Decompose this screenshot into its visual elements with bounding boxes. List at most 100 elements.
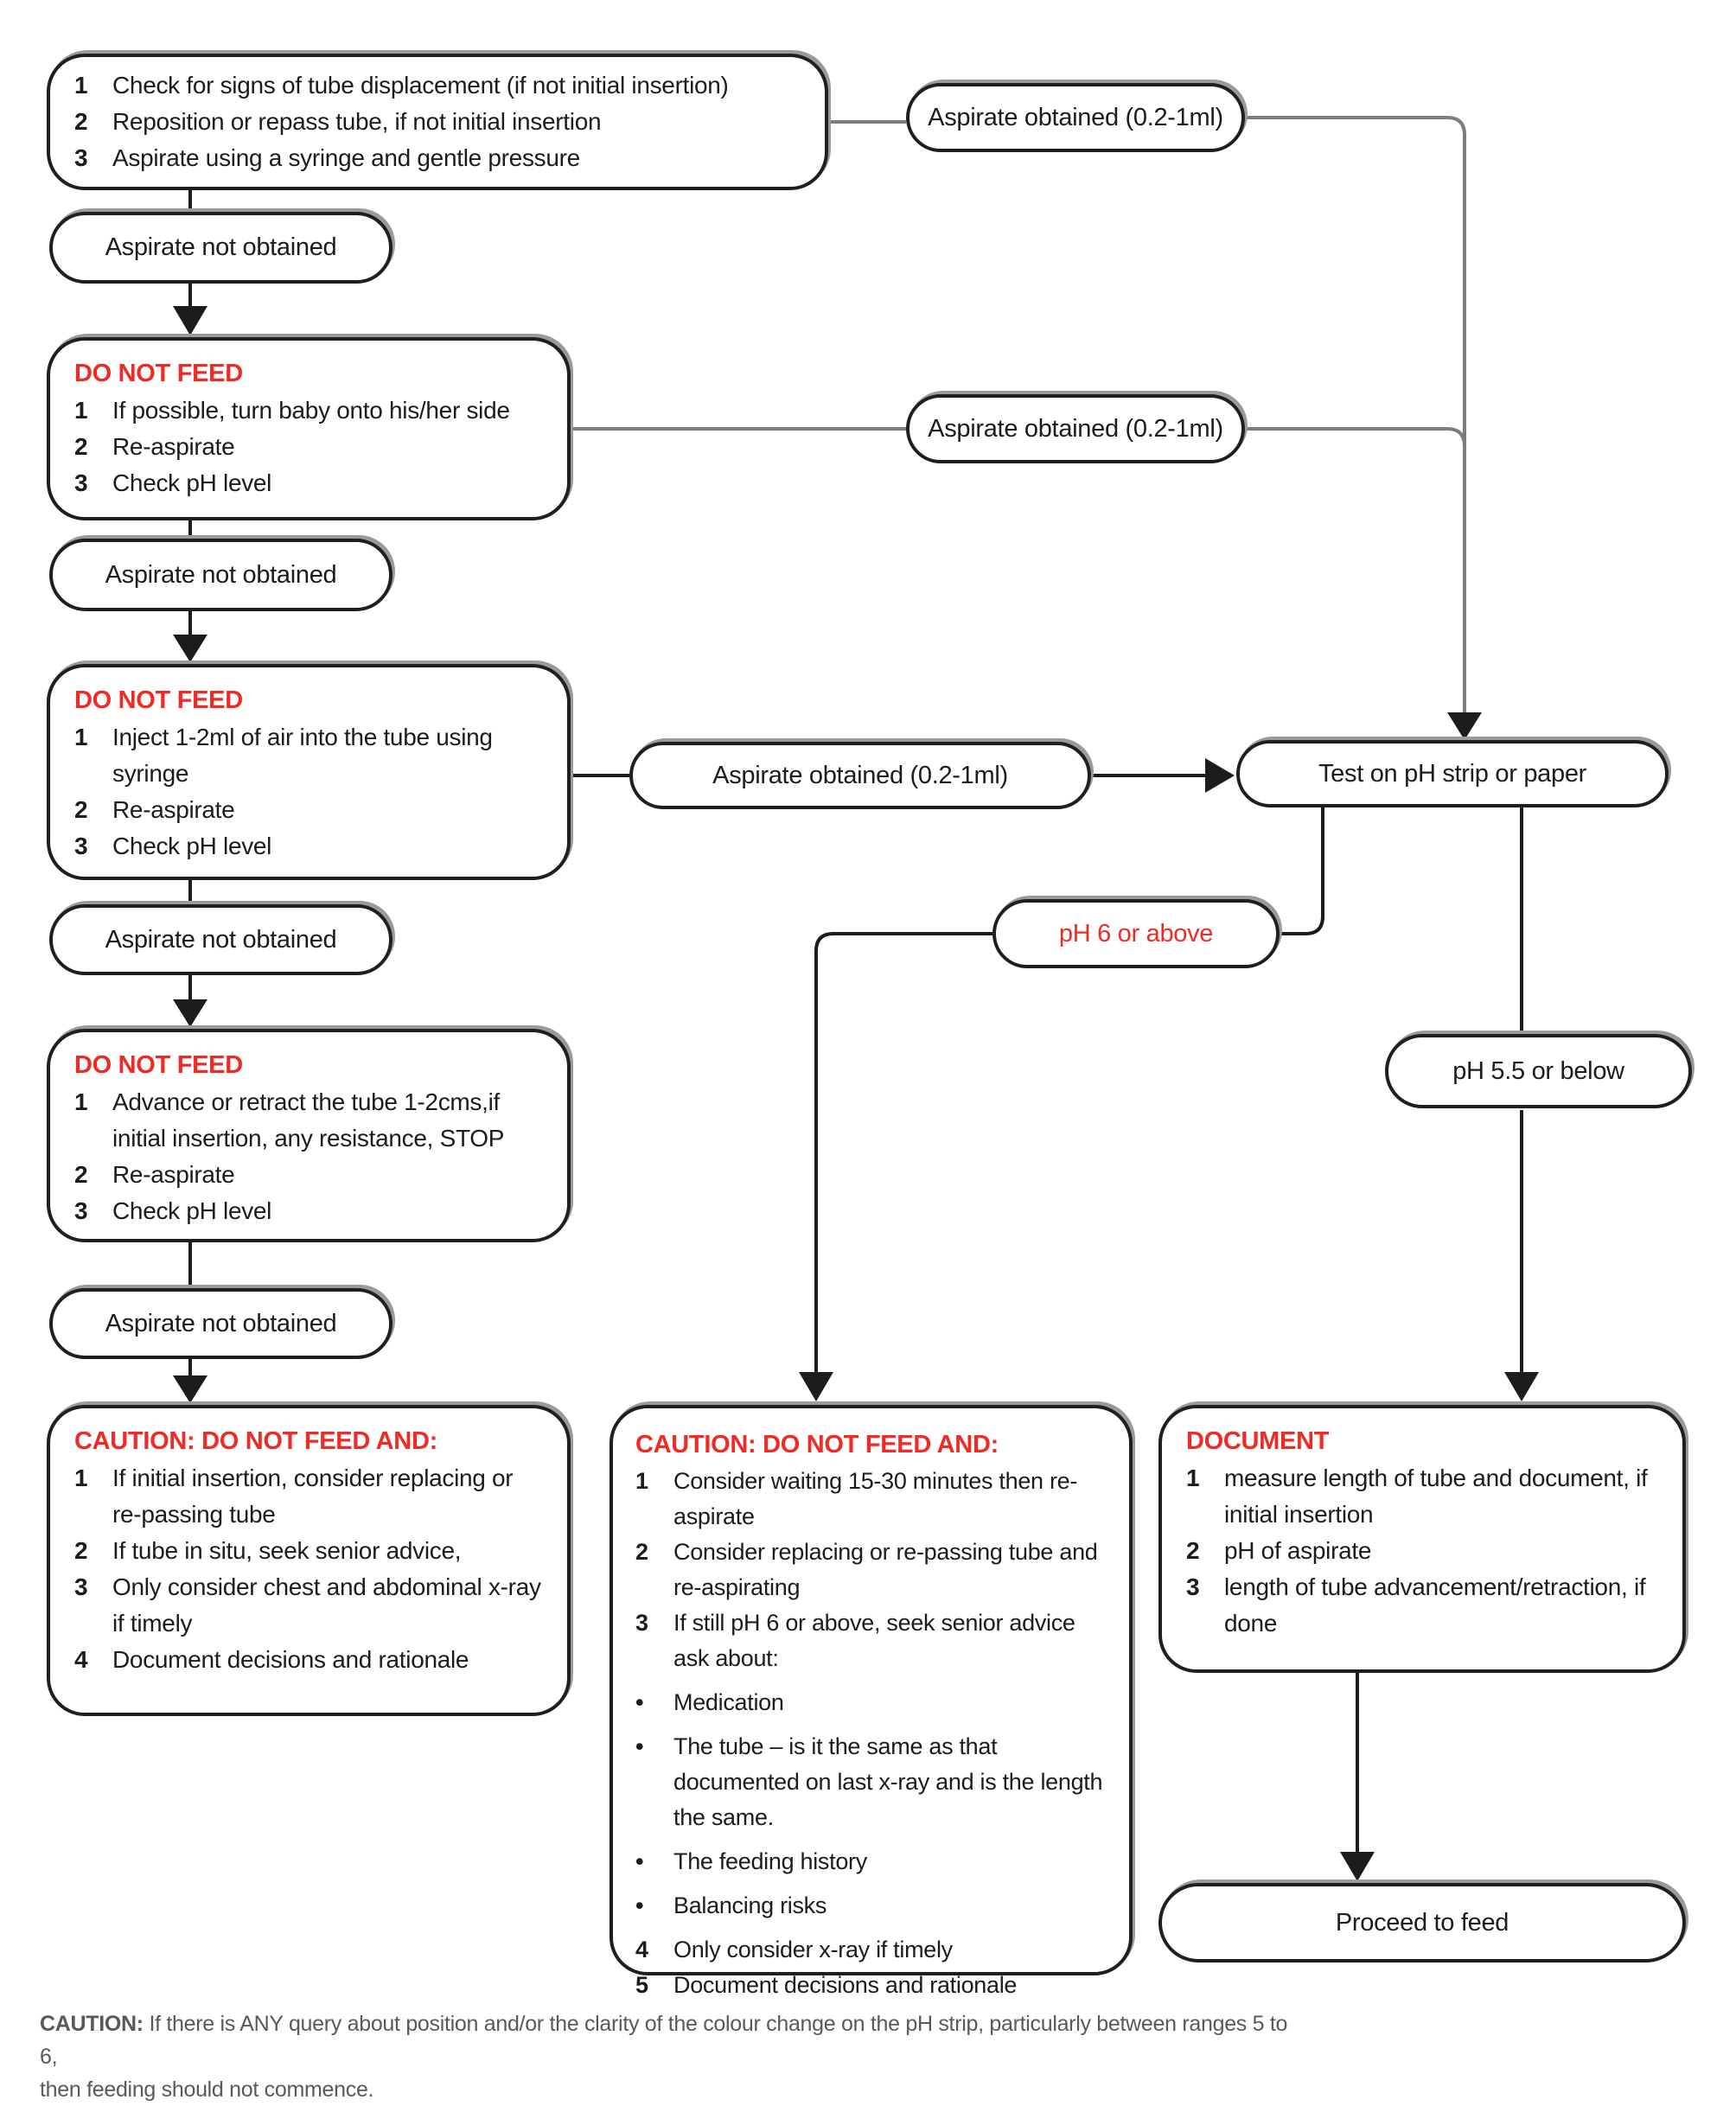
item-number: 1 <box>74 397 88 424</box>
ph-6-or-above-pill: pH 6 or above <box>992 899 1280 968</box>
pill-label: Aspirate obtained (0.2-1ml) <box>928 103 1223 131</box>
item-text: Document decisions and rationale <box>112 1646 469 1673</box>
aspirate-not-obtained-pill-1: Aspirate not obtained <box>49 212 393 284</box>
arrow-into-test-top <box>1447 712 1482 740</box>
item-number: 3 <box>74 1573 88 1600</box>
list-item: 3 Aspirate using a syringe and gentle pr… <box>74 140 801 176</box>
box-title: DOCUMENT <box>1186 1427 1330 1455</box>
item-text: Medication <box>673 1689 784 1715</box>
item-number: 4 <box>74 1646 88 1673</box>
arrow-into-dnf1 <box>173 306 207 335</box>
item-number: 1 <box>74 1088 88 1115</box>
pill-label: Aspirate not obtained <box>105 1309 337 1337</box>
arrow-into-dnf2 <box>173 635 207 662</box>
item-text: Only consider chest and abdominal x-ray … <box>112 1573 541 1637</box>
list-item: 3 Check pH level <box>74 465 543 501</box>
item-number: 5 <box>635 1972 648 1998</box>
pill-label: Aspirate obtained (0.2-1ml) <box>928 414 1223 443</box>
pill-label: pH 5.5 or below <box>1452 1056 1624 1085</box>
aspirate-obtained-pill-1: Aspirate obtained (0.2-1ml) <box>906 83 1245 152</box>
box-title: DO NOT FEED <box>74 360 243 387</box>
item-number: 3 <box>1186 1573 1200 1600</box>
pill-label: Proceed to feed <box>1335 1908 1509 1937</box>
wire-obtained2-join <box>1245 427 1466 447</box>
proceed-to-feed-pill: Proceed to feed <box>1158 1883 1686 1962</box>
list-item: 2 pH of aspirate <box>1186 1533 1658 1569</box>
item-text: Check pH level <box>112 833 272 859</box>
item-text: Check pH level <box>112 469 272 496</box>
aspirate-obtained-pill-2: Aspirate obtained (0.2-1ml) <box>906 394 1245 463</box>
document-box: DOCUMENT 1 measure length of tube and do… <box>1158 1405 1686 1673</box>
item-text: length of tube advancement/retraction, i… <box>1224 1573 1646 1637</box>
bullet-marker: • <box>635 1848 644 1874</box>
note-line-1: CAUTION: If there is ANY query about pos… <box>40 2007 1302 2073</box>
list-item: 1 Advance or retract the tube 1-2cms,if … <box>74 1084 543 1157</box>
do-not-feed-box-3: DO NOT FEED 1 Advance or retract the tub… <box>47 1029 571 1242</box>
item-number: 1 <box>74 72 88 99</box>
list-item: 1 measure length of tube and document, i… <box>1186 1460 1658 1533</box>
item-number: 4 <box>635 1937 648 1962</box>
list-item: 1 If possible, turn baby onto his/her si… <box>74 392 543 429</box>
item-text: Inject 1-2ml of air into the tube using … <box>112 724 493 787</box>
list-item: 2 Reposition or repass tube, if not init… <box>74 104 801 140</box>
list-item: 2 Consider replacing or re-passing tube … <box>635 1535 1107 1605</box>
do-not-feed-box-1: DO NOT FEED 1 If possible, turn baby ont… <box>47 337 571 520</box>
bullet-marker: • <box>635 1689 644 1715</box>
pill-label: Aspirate obtained (0.2-1ml) <box>712 761 1008 789</box>
list-item: 2 Re-aspirate <box>74 1157 543 1193</box>
list-item: 1 Inject 1-2ml of air into the tube usin… <box>74 719 543 792</box>
box-title: CAUTION: DO NOT FEED AND: <box>635 1431 999 1458</box>
item-text: Check for signs of tube displacement (if… <box>112 72 729 99</box>
item-text: Consider replacing or re-passing tube an… <box>673 1539 1098 1600</box>
list-item: 3 Only consider chest and abdominal x-ra… <box>74 1569 543 1642</box>
test-ph-strip-pill: Test on pH strip or paper <box>1236 740 1669 807</box>
ph-5-5-or-below-pill: pH 5.5 or below <box>1385 1034 1692 1108</box>
item-text: If still pH 6 or above, seek senior advi… <box>673 1610 1075 1671</box>
item-number: 2 <box>635 1539 648 1565</box>
aspirate-obtained-pill-3: Aspirate obtained (0.2-1ml) <box>629 742 1091 809</box>
bullet-marker: • <box>635 1733 644 1759</box>
note-text: If there is ANY query about position and… <box>40 2012 1288 2069</box>
item-number: 3 <box>74 1197 88 1224</box>
item-number: 2 <box>74 1537 88 1564</box>
item-number: 3 <box>635 1610 648 1636</box>
item-number: 1 <box>74 724 88 750</box>
note-line-2: then feeding should not commence. <box>40 2077 374 2102</box>
list-item: 3 Check pH level <box>74 1193 543 1229</box>
item-text: If tube in situ, seek senior advice, <box>112 1537 462 1564</box>
item-text: The tube – is it the same as that docume… <box>673 1733 1103 1830</box>
item-number: 3 <box>74 469 88 496</box>
aspirate-not-obtained-pill-2: Aspirate not obtained <box>49 539 393 611</box>
arrow-into-caution-left <box>173 1375 207 1403</box>
item-text: Balancing risks <box>673 1892 827 1918</box>
item-text: Document decisions and rationale <box>673 1972 1018 1998</box>
item-text: Advance or retract the tube 1-2cms,if in… <box>112 1088 505 1152</box>
bullet-marker: • <box>635 1892 644 1918</box>
note-label: CAUTION: <box>40 2012 144 2036</box>
item-number: 3 <box>74 833 88 859</box>
pill-label: Aspirate not obtained <box>105 925 337 954</box>
box-title: DO NOT FEED <box>74 1051 243 1079</box>
item-number: 2 <box>74 433 88 460</box>
box-title: CAUTION: DO NOT FEED AND: <box>74 1427 437 1455</box>
list-item: 1 Consider waiting 15-30 minutes then re… <box>635 1464 1107 1535</box>
list-item: 5 Document decisions and rationale <box>635 1968 1107 2003</box>
item-text: Re-aspirate <box>112 1161 235 1188</box>
item-number: 2 <box>74 108 88 135</box>
list-item: 2 If tube in situ, seek senior advice, <box>74 1533 543 1569</box>
list-item: 1 If initial insertion, consider replaci… <box>74 1460 543 1533</box>
box-title: DO NOT FEED <box>74 686 243 714</box>
item-number: 2 <box>74 1161 88 1188</box>
item-text: Re-aspirate <box>112 796 235 823</box>
item-text: The feeding history <box>673 1848 867 1874</box>
item-text: Check pH level <box>112 1197 272 1224</box>
list-item: 3 length of tube advancement/retraction,… <box>1186 1569 1658 1642</box>
wire-obtained1-down <box>1245 116 1466 726</box>
item-text: If initial insertion, consider replacing… <box>112 1465 514 1528</box>
wire-test-to-ph-above <box>1281 807 1324 935</box>
do-not-feed-box-2: DO NOT FEED 1 Inject 1-2ml of air into t… <box>47 664 571 880</box>
arrow-into-document <box>1504 1372 1539 1401</box>
footer-caution-note: CAUTION: If there is ANY query about pos… <box>40 2007 1302 2106</box>
